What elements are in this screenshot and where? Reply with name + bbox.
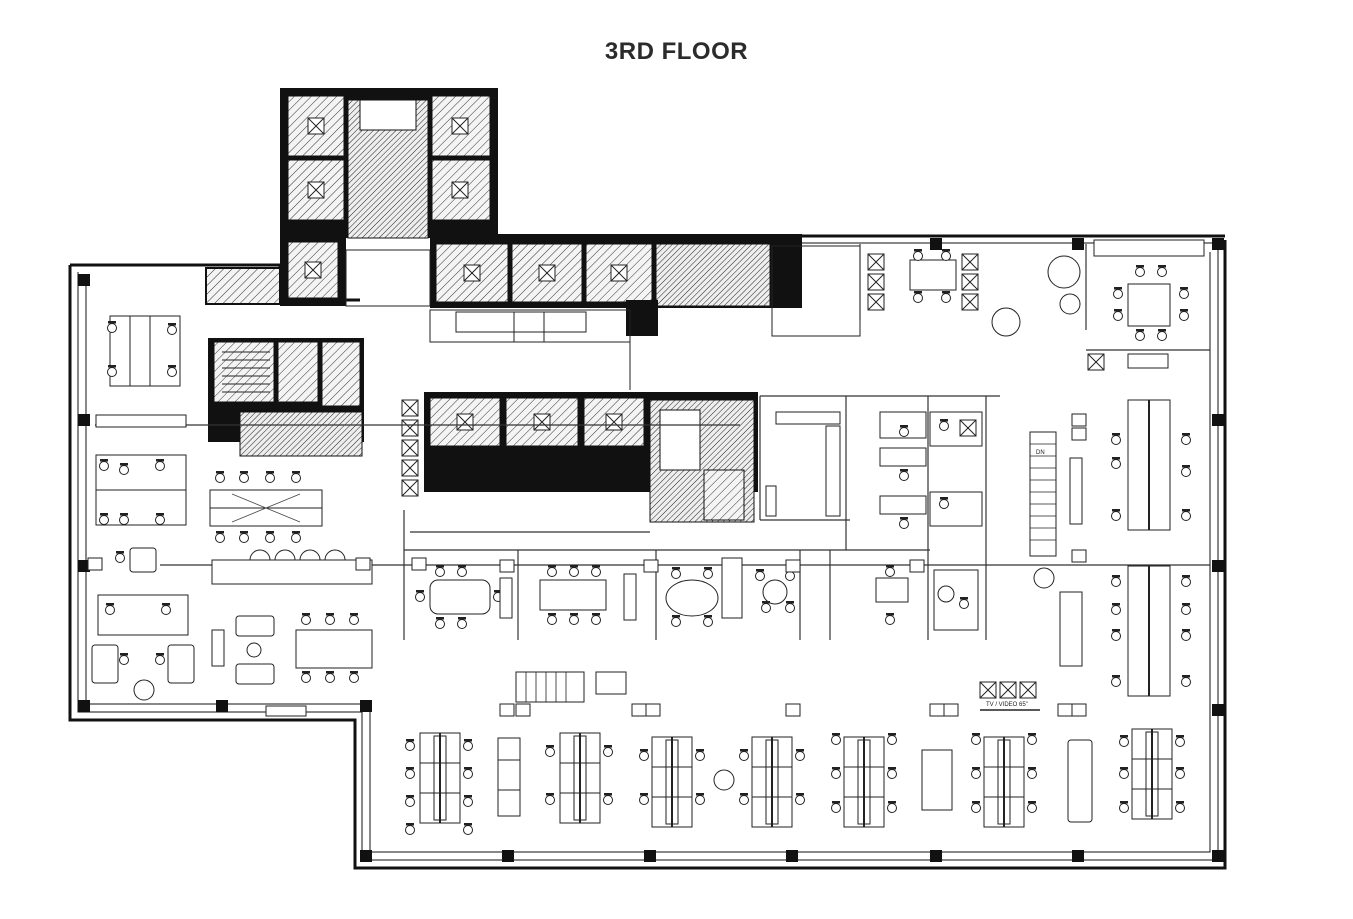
stair-dn-label: DN [1036, 450, 1045, 456]
interior-walls [95, 244, 1210, 640]
fixtures [87, 413, 1087, 717]
south-workstations [405, 671, 1185, 835]
east-offices [765, 411, 983, 529]
tv-video-area: TV / VIDEO 65" [979, 681, 1040, 711]
northeast-area [867, 239, 1205, 371]
east-stair: DN [1029, 431, 1083, 557]
page-title: 3RD FLOOR [604, 38, 749, 65]
tv-video-label: TV / VIDEO 65" [986, 702, 1028, 708]
meeting-rooms [415, 557, 979, 631]
west-meeting-area [209, 470, 373, 717]
building-shell [68, 234, 1227, 870]
central-core [401, 392, 758, 523]
west-stair [208, 338, 364, 457]
north-core [205, 88, 802, 336]
east-workstations [1033, 399, 1191, 697]
west-workstations [91, 315, 195, 701]
